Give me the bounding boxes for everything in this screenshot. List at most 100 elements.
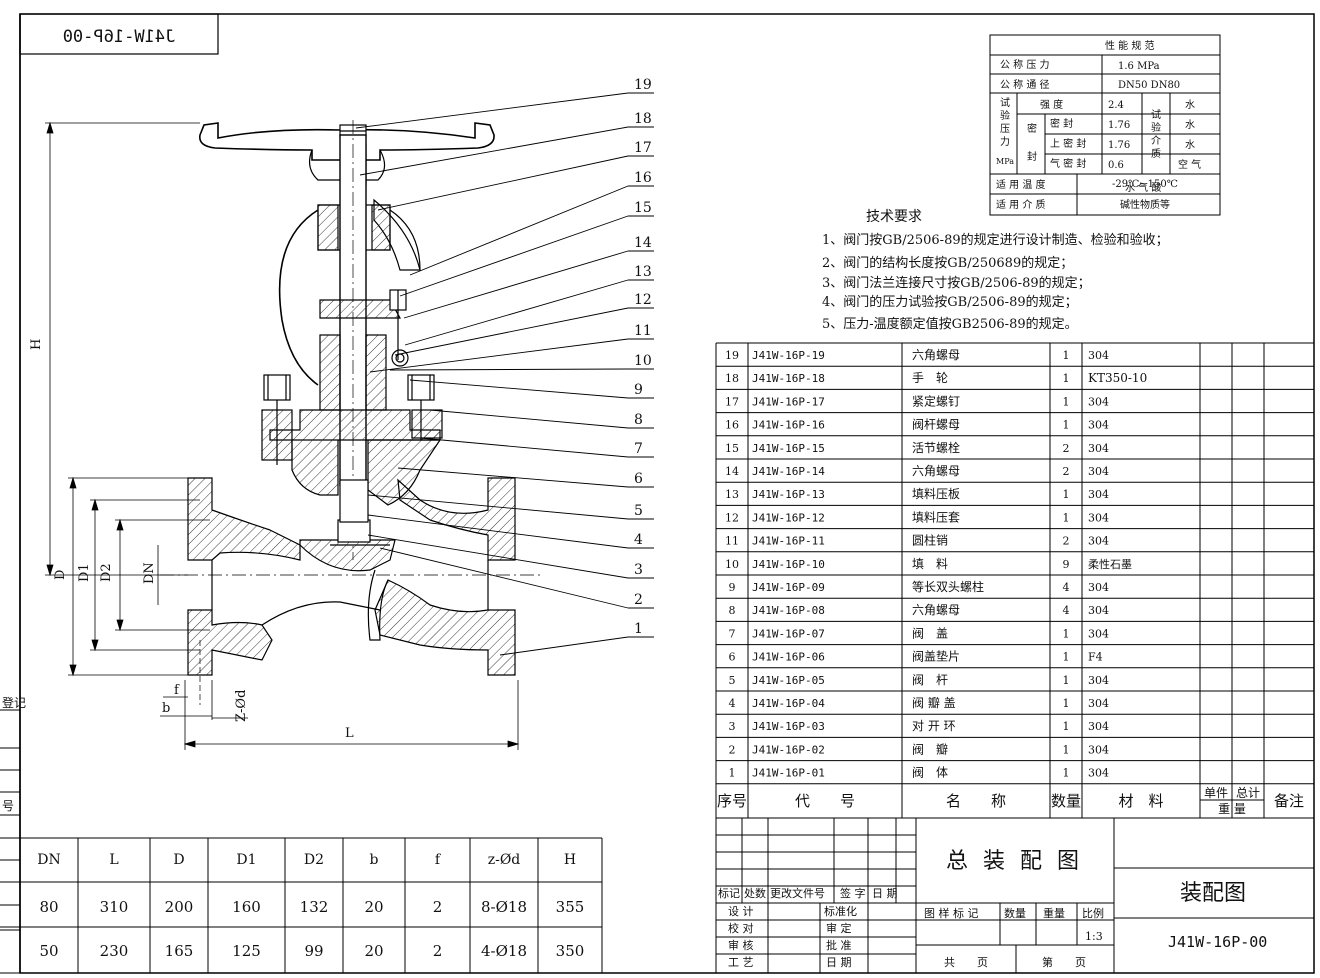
- size-table-header: D1: [236, 852, 256, 868]
- dim-f: f: [174, 683, 180, 698]
- leader-number: 1: [634, 621, 643, 637]
- svg-text:重量: 重量: [1043, 906, 1065, 920]
- part-qty: 1: [1063, 419, 1070, 432]
- part-code: J41W-16P-09: [752, 581, 825, 594]
- part-name: 手 轮: [912, 371, 948, 385]
- part-qty: 1: [1063, 511, 1070, 524]
- svg-text:数量: 数量: [1004, 907, 1026, 920]
- part-name: 填料压板: [912, 487, 960, 501]
- size-table-cell: 8-Ø18: [481, 898, 527, 916]
- part-name: 六角螺母: [912, 603, 960, 617]
- svg-text:3、阀门法兰连接尺寸按GB/2506-89的规定；: 3、阀门法兰连接尺寸按GB/2506-89的规定；: [822, 275, 1091, 291]
- parts-header-unit: 单件: [1204, 786, 1228, 800]
- part-code: J41W-16P-07: [752, 627, 825, 640]
- part-qty: 2: [1063, 442, 1070, 455]
- leader-line: [409, 185, 629, 276]
- parts-header-total: 总计: [1236, 786, 1260, 800]
- leader-number: 4: [634, 532, 643, 548]
- part-no: 7: [729, 627, 736, 640]
- svg-text:1、阀门按GB/2506-89的规定进行设计制造、检验和验收: 1、阀门按GB/2506-89的规定进行设计制造、检验和验收；: [822, 232, 1169, 248]
- leader-number: 19: [634, 77, 652, 93]
- part-qty: 1: [1063, 651, 1070, 664]
- leader-line: [403, 250, 629, 319]
- size-table-cell: 350: [556, 942, 585, 960]
- size-table-cell: 80: [39, 898, 58, 916]
- part-material: 304: [1088, 535, 1109, 548]
- part-name: 填 料: [912, 557, 948, 571]
- svg-text:适 用 介 质: 适 用 介 质: [996, 199, 1046, 211]
- part-no: 16: [725, 419, 739, 432]
- technical-requirements: 技术要求 1、阀门按GB/2506-89的规定进行设计制造、检验和验收； 2、阀…: [822, 209, 1169, 332]
- size-table-header: b: [370, 852, 379, 868]
- part-material: 304: [1088, 511, 1109, 524]
- part-qty: 2: [1063, 535, 1070, 548]
- svg-text:校 对: 校 对: [728, 921, 754, 935]
- scale-value: 1:3: [1085, 930, 1103, 943]
- leader-number: 16: [634, 170, 652, 186]
- leader-line: [409, 379, 629, 399]
- spec-np-label: 公 称 压 力: [1000, 58, 1050, 71]
- parts-header-code: 代 号: [795, 792, 855, 810]
- svg-text:气 密 封: 气 密 封: [1050, 157, 1086, 170]
- svg-text:2、阀门的结构长度按GB/250689的规定；: 2、阀门的结构长度按GB/250689的规定；: [822, 255, 1073, 271]
- leader-line: [367, 514, 629, 549]
- part-code: J41W-16P-02: [752, 743, 825, 756]
- leader-line: [369, 338, 629, 373]
- leader-number: 9: [634, 382, 643, 398]
- spec-title: 性 能 规 范: [1105, 39, 1155, 52]
- sheet-border: [19, 13, 1315, 974]
- dimension-lines: [45, 121, 520, 750]
- part-material: 304: [1088, 604, 1109, 617]
- drawing-title: 装配图: [1180, 881, 1246, 906]
- svg-text:比例: 比例: [1082, 906, 1104, 920]
- parts-header-no: 序号: [717, 792, 747, 810]
- part-code: J41W-16P-06: [752, 651, 825, 664]
- leader-line: [379, 547, 629, 609]
- leader-number: 12: [634, 292, 652, 308]
- part-qty: 4: [1063, 604, 1070, 617]
- part-code: J41W-16P-14: [752, 465, 825, 478]
- leader-line: [355, 92, 629, 129]
- part-no: 9: [729, 581, 736, 594]
- part-qty: 1: [1063, 697, 1070, 710]
- svg-text:审 核: 审 核: [728, 938, 754, 952]
- mirrored-code-text: J41W-16P-00: [63, 27, 176, 47]
- svg-text:日 期: 日 期: [872, 887, 898, 900]
- part-material: 柔性石墨: [1088, 557, 1132, 571]
- leader-number: 8: [634, 412, 643, 428]
- dimension-labels: H D D1 D2 DN L f b Z-Ød: [29, 339, 354, 741]
- part-code: J41W-16P-08: [752, 604, 825, 617]
- drawing-name: 总 装 配 图: [946, 849, 1083, 874]
- svg-text:碱性物质等: 碱性物质等: [1120, 198, 1170, 211]
- svg-text:介: 介: [1151, 135, 1161, 147]
- leader-number: 15: [634, 200, 652, 216]
- part-code: J41W-16P-17: [752, 395, 825, 408]
- part-material: 304: [1088, 720, 1109, 733]
- part-qty: 1: [1063, 349, 1070, 362]
- part-no: 12: [725, 511, 739, 524]
- leader-line: [367, 534, 629, 579]
- leader-line: [429, 409, 629, 429]
- part-qty: 1: [1063, 743, 1070, 756]
- svg-text:日 期: 日 期: [826, 956, 852, 969]
- leader-line: [367, 494, 629, 520]
- svg-text:-29℃~150℃: -29℃~150℃: [1112, 179, 1178, 190]
- part-code: J41W-16P-12: [752, 511, 825, 524]
- svg-text:适 用 温 度: 适 用 温 度: [996, 178, 1046, 191]
- dim-l: L: [345, 726, 354, 741]
- part-material: 304: [1088, 697, 1109, 710]
- part-name: 对 开 环: [912, 719, 956, 733]
- size-table-cell: 4-Ø18: [481, 942, 527, 960]
- dim-d2: D2: [99, 563, 114, 582]
- leader-line: [419, 437, 629, 458]
- size-table-cell: 230: [100, 942, 129, 960]
- part-material: 304: [1088, 674, 1109, 687]
- svg-text:试: 试: [1000, 96, 1010, 109]
- part-code: J41W-16P-04: [752, 697, 825, 710]
- spec-np-value: 1.6 MPa: [1118, 61, 1160, 72]
- leader-number: 5: [634, 503, 643, 519]
- svg-text:MPa: MPa: [996, 157, 1014, 166]
- part-qty: 1: [1063, 488, 1070, 501]
- dim-d1: D1: [77, 563, 92, 582]
- leader-number: 13: [634, 264, 652, 280]
